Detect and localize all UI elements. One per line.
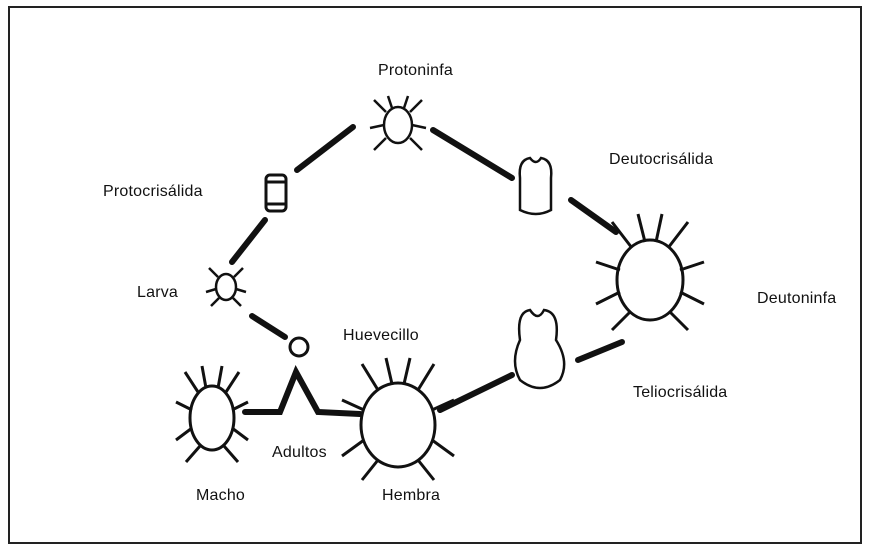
connector-protoninfa-deutocrisalida	[433, 130, 512, 178]
connector-larva-egg	[252, 316, 285, 337]
label-protocrisalida: Protocrisálida	[103, 183, 203, 201]
protoninfa-mite-icon	[370, 96, 426, 150]
hembra-mite-icon	[342, 358, 454, 480]
label-hembra: Hembra	[382, 487, 440, 505]
teliocrisalida-icon	[515, 310, 564, 388]
connector-deutoninfa-teliocrisalida	[578, 342, 622, 360]
egg-icon	[290, 338, 308, 356]
label-protoninfa: Protoninfa	[378, 62, 453, 80]
label-huevecillo: Huevecillo	[343, 327, 419, 345]
connector-deutocrisalida-deutoninfa	[571, 200, 616, 232]
label-larva: Larva	[137, 284, 178, 302]
label-deutoninfa: Deutoninfa	[757, 290, 836, 308]
label-teliocrisalida: Teliocrisálida	[633, 384, 727, 402]
protocrisalida-icon	[266, 175, 286, 211]
label-macho: Macho	[196, 487, 245, 505]
label-adultos: Adultos	[272, 444, 327, 462]
larva-mite-icon	[206, 268, 246, 306]
connector-larva-protocrisalida	[232, 220, 265, 262]
connector-adults-bracket	[245, 372, 360, 414]
connector-protocrisalida-protoninfa	[297, 127, 353, 170]
deutocrisalida-icon	[520, 158, 552, 214]
connector-teliocrisalida-hembra	[440, 375, 512, 410]
label-deutocrisalida: Deutocrisálida	[609, 151, 713, 169]
macho-mite-icon	[176, 366, 248, 462]
